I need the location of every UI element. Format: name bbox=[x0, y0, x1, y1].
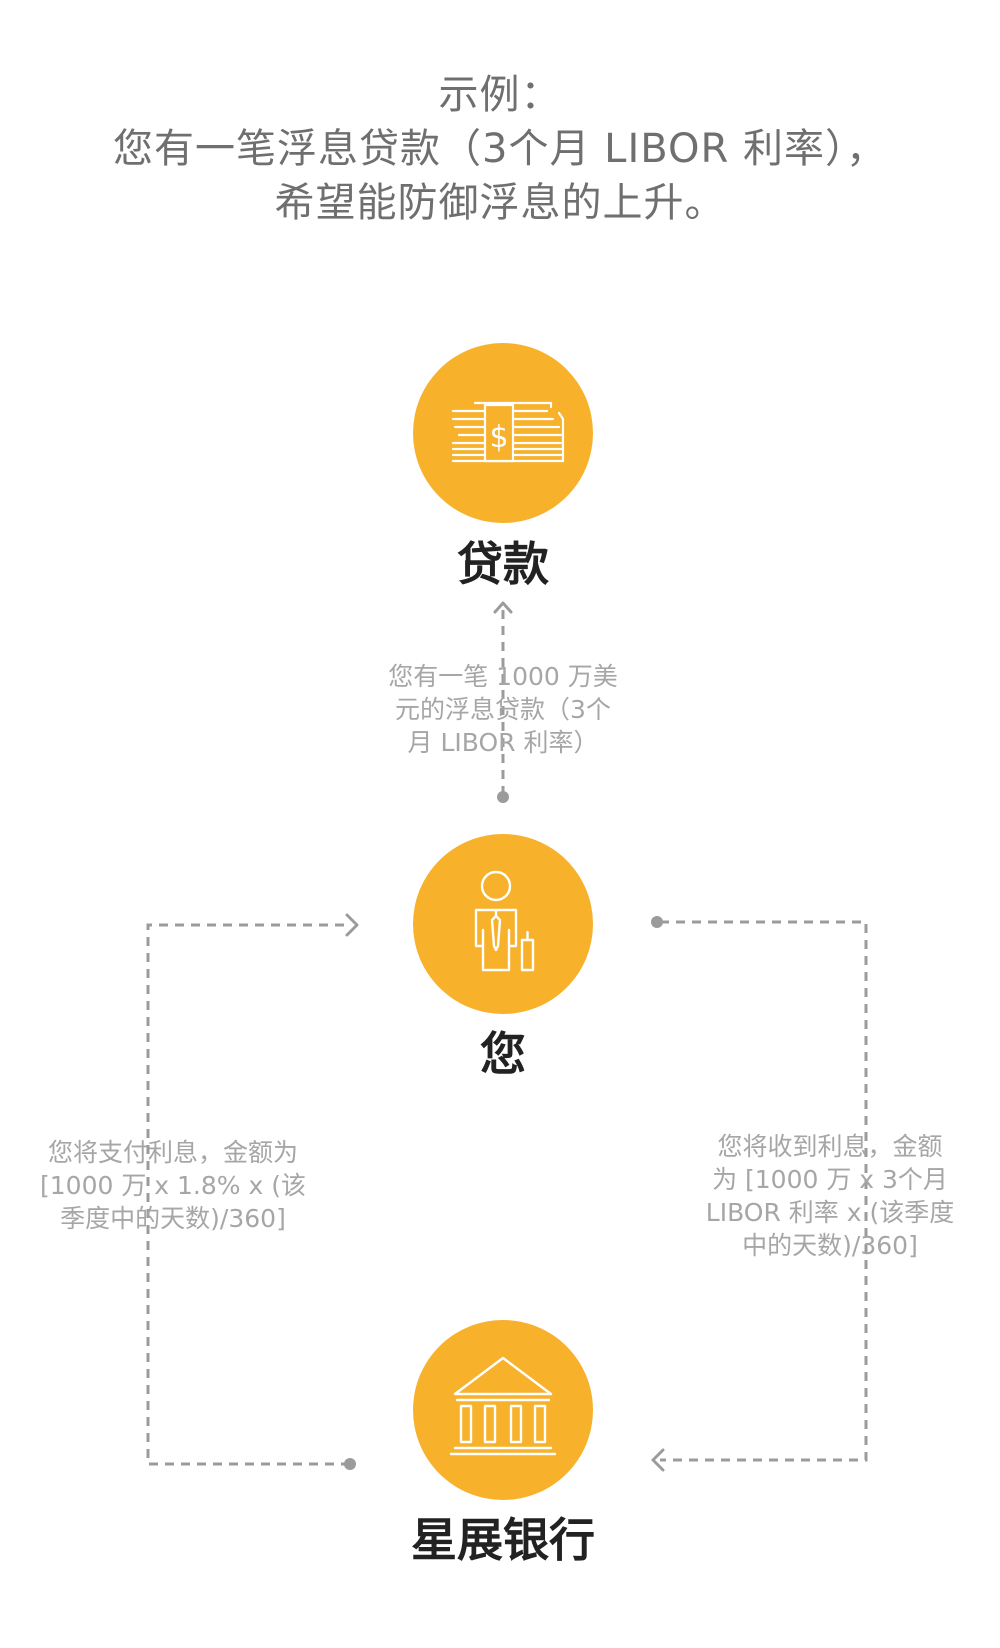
svg-text:$: $ bbox=[489, 420, 508, 455]
money-stack-icon: $ bbox=[451, 401, 565, 463]
bank-node bbox=[413, 1320, 593, 1500]
pay-note-line-3: 季度中的天数)/360] bbox=[60, 1204, 286, 1233]
pay-interest-note: 您将支付利息，金额为 [1000 万 x 1.8% x (该 季度中的天数)/3… bbox=[8, 1136, 338, 1235]
loan-node: $ bbox=[413, 343, 593, 523]
pay-note-line-1: 您将支付利息，金额为 bbox=[47, 1138, 298, 1167]
bank-label: 星展银行 bbox=[411, 1513, 595, 1567]
bank-building-icon bbox=[449, 1356, 557, 1456]
receive-connector-dot bbox=[651, 916, 663, 928]
heading-line-1: 示例： bbox=[438, 72, 562, 118]
loan-connector-dot bbox=[497, 791, 509, 803]
receive-note-line-2: 为 [1000 万 x 3个月 bbox=[712, 1165, 948, 1194]
businessman-icon bbox=[474, 870, 535, 972]
receive-note-line-4: 中的天数)/360] bbox=[742, 1231, 918, 1260]
loan-note-line-3: 月 LIBOR 利率） bbox=[407, 728, 599, 757]
heading-line-2: 您有一笔浮息贷款（3个月 LIBOR 利率）， bbox=[113, 126, 887, 172]
receive-note-line-1: 您将收到利息，金额 bbox=[717, 1132, 943, 1161]
loan-arrowhead-icon bbox=[493, 601, 513, 614]
pay-note-line-2: [1000 万 x 1.8% x (该 bbox=[40, 1171, 306, 1200]
pay-connector-line bbox=[146, 923, 350, 1466]
you-label: 您 bbox=[480, 1027, 526, 1081]
loan-label: 贷款 bbox=[457, 537, 549, 591]
loan-note-line-2: 元的浮息贷款（3个 bbox=[395, 695, 611, 724]
you-arrowhead-icon bbox=[345, 913, 359, 937]
receive-connector-line bbox=[660, 920, 868, 1462]
example-heading: 示例： 您有一笔浮息贷款（3个月 LIBOR 利率）， 希望能防御浮息的上升。 bbox=[0, 68, 1000, 230]
receive-note-line-3: LIBOR 利率 x (该季度 bbox=[705, 1198, 955, 1227]
you-node bbox=[413, 834, 593, 1014]
receive-interest-note: 您将收到利息，金额 为 [1000 万 x 3个月 LIBOR 利率 x (该季… bbox=[670, 1130, 990, 1262]
heading-line-3: 希望能防御浮息的上升。 bbox=[274, 180, 726, 226]
loan-note: 您有一笔 1000 万美 元的浮息贷款（3个 月 LIBOR 利率） bbox=[368, 660, 638, 759]
bank-arrowhead-icon bbox=[651, 1448, 665, 1472]
loan-note-line-1: 您有一笔 1000 万美 bbox=[388, 662, 618, 691]
pay-connector-dot bbox=[344, 1458, 356, 1470]
